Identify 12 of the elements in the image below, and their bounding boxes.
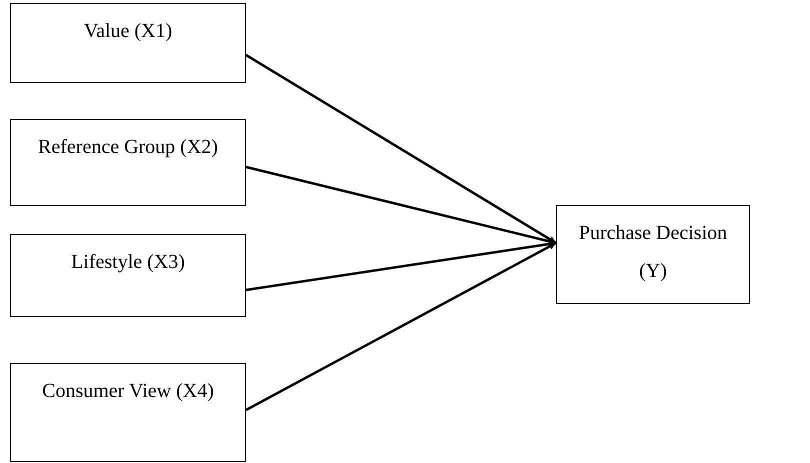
process-box: [10, 363, 246, 462]
box-label: Value (X1): [84, 19, 172, 44]
box-label: Reference Group (X2): [38, 135, 218, 160]
process-box: [556, 205, 750, 304]
box-label: Purchase Decision (Y): [578, 221, 728, 284]
box-label: Lifestyle (X3): [71, 250, 185, 275]
arrow: [245, 242, 557, 412]
box-label: Consumer View (X4): [42, 379, 214, 404]
process-box: [10, 119, 246, 206]
process-box: [10, 234, 246, 317]
arrow: [245, 54, 557, 244]
process-box: [10, 3, 246, 83]
